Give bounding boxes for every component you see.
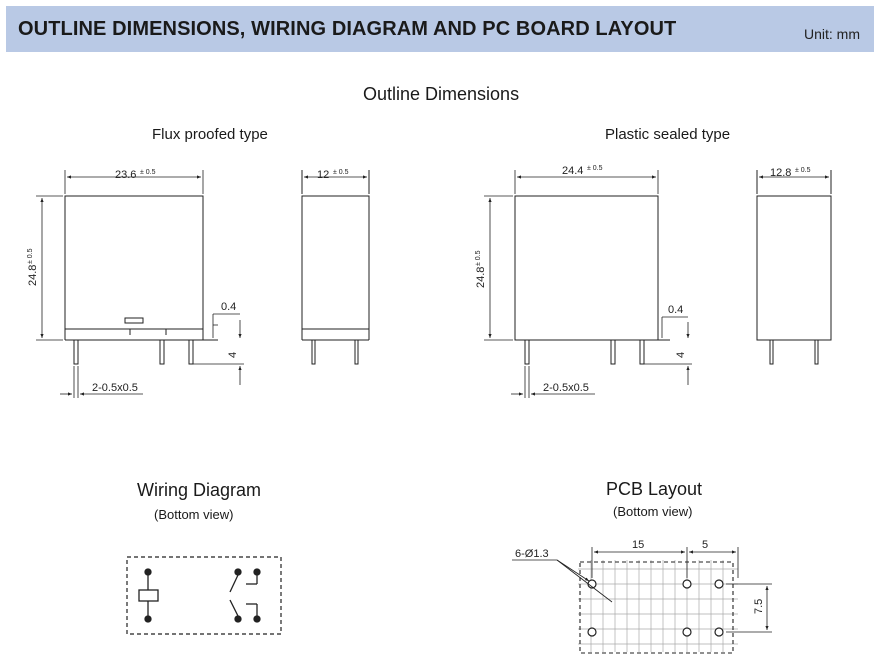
sealed-depth-tol: ± 0.5 xyxy=(795,167,811,174)
sealed-width-value: 24.4 xyxy=(562,165,583,177)
sealed-height-tol: ± 0.5 xyxy=(475,250,482,266)
pcb-title: PCB Layout xyxy=(606,479,703,499)
flux-dimensions xyxy=(36,170,244,398)
sealed-side-view xyxy=(756,170,832,365)
header-bar: OUTLINE DIMENSIONS, WIRING DIAGRAM AND P… xyxy=(6,6,874,52)
flux-width-tol: ± 0.5 xyxy=(140,169,156,176)
sealed-type-title: Plastic sealed type xyxy=(605,126,731,143)
outline-title: Outline Dimensions xyxy=(363,84,520,104)
flux-pin-offset: 0.4 xyxy=(221,301,236,313)
pcb-dim-7-5: 7.5 xyxy=(753,599,765,614)
pcb-dim-5: 5 xyxy=(702,539,708,551)
flux-front-view xyxy=(64,195,218,365)
wiring-diagram xyxy=(126,556,282,635)
pcb-holes xyxy=(587,579,724,637)
sealed-front-view xyxy=(514,195,670,365)
coil-symbol xyxy=(138,568,159,623)
sealed-height-value: 24.8 xyxy=(475,267,487,288)
contact-symbol xyxy=(229,568,261,623)
pcb-layout xyxy=(512,547,772,654)
unit-label: Unit: mm xyxy=(804,26,860,42)
flux-pin-note: 2-0.5x0.5 xyxy=(92,382,138,394)
sealed-pin-note: 2-0.5x0.5 xyxy=(543,382,589,394)
sealed-pin-length: 4 xyxy=(675,352,687,358)
flux-pin-length: 4 xyxy=(227,352,239,358)
flux-depth-value: 12 xyxy=(317,169,329,181)
pcb-holes-label: 6-Ø1.3 xyxy=(515,548,549,560)
pcb-grid xyxy=(578,560,738,652)
wiring-subtitle: (Bottom view) xyxy=(154,507,234,522)
pcb-subtitle: (Bottom view) xyxy=(613,504,693,519)
flux-height-tol: ± 0.5 xyxy=(27,248,34,264)
sealed-dimensions xyxy=(484,170,692,398)
flux-width-value: 23.6 xyxy=(115,169,136,181)
sealed-width-tol: ± 0.5 xyxy=(587,165,603,172)
sealed-pin-offset: 0.4 xyxy=(668,304,683,316)
wiring-title: Wiring Diagram xyxy=(137,480,262,500)
flux-depth-tol: ± 0.5 xyxy=(333,169,349,176)
flux-height-value: 24.8 xyxy=(27,265,39,286)
sealed-depth-value: 12.8 xyxy=(770,167,791,179)
pcb-dim-15: 15 xyxy=(632,539,644,551)
flux-side-view xyxy=(301,170,370,365)
flux-type-title: Flux proofed type xyxy=(152,126,268,143)
page-title: OUTLINE DIMENSIONS, WIRING DIAGRAM AND P… xyxy=(18,18,677,40)
